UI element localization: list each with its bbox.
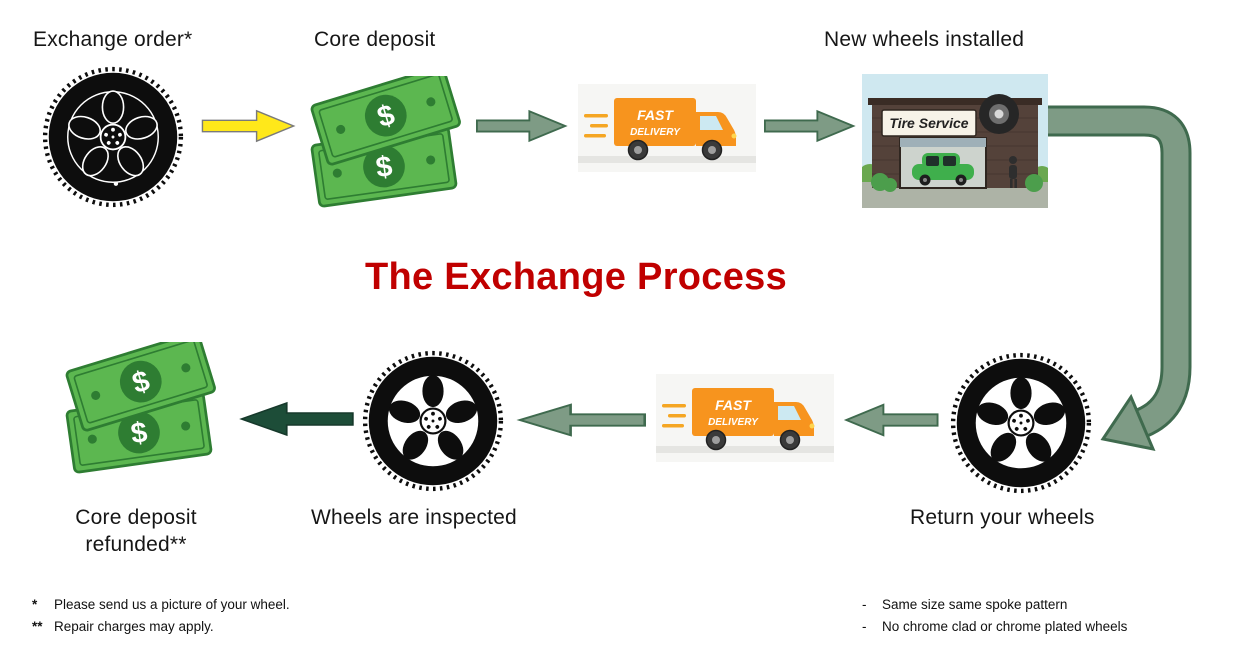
label-new-wheels-installed: New wheels installed: [824, 28, 1025, 51]
footnote-marker: **: [32, 619, 43, 634]
footnote-picture-of-wheel: * Please send us a picture of your wheel…: [32, 594, 290, 616]
footnote-text: No chrome clad or chrome plated wheels: [882, 619, 1128, 634]
black-wheel-icon: [40, 64, 186, 210]
footnote-text: Please send us a picture of your wheel.: [54, 597, 290, 612]
label-core-deposit-refunded: Core deposit refunded**: [75, 506, 197, 556]
footnote-marker: *: [32, 597, 38, 612]
label-exchange-order: Exchange order*: [33, 28, 193, 51]
footnote-repair-charges: ** Repair charges may apply.: [32, 616, 290, 638]
footnote-text: Repair charges may apply.: [54, 619, 214, 634]
label-return-your-wheels: Return your wheels: [910, 506, 1095, 529]
footnote-same-size: - Same size same spoke pattern: [862, 594, 1127, 616]
arrow-sage-right-2-icon: [764, 109, 856, 143]
inspected-wheel-icon: [360, 348, 506, 494]
arrow-sage-left-1-icon: [843, 403, 939, 437]
delivery-truck-outbound-icon: [578, 84, 756, 172]
footnote-no-chrome: - No chrome clad or chrome plated wheels: [862, 616, 1127, 638]
core-deposit-money-icon: [293, 76, 475, 212]
label-wheels-inspected: Wheels are inspected: [311, 506, 517, 529]
refund-money-icon: [48, 342, 230, 478]
arrow-sage-right-1-icon: [476, 109, 568, 143]
arrow-dark-green-left-icon: [239, 401, 354, 437]
footnote-marker: -: [862, 619, 867, 634]
page-title: The Exchange Process: [364, 256, 788, 298]
footnote-text: Same size same spoke pattern: [882, 597, 1068, 612]
arrow-sage-left-2-icon: [516, 403, 646, 437]
shop-sign-text: Tire Service: [889, 115, 968, 131]
footnotes-left: * Please send us a picture of your wheel…: [32, 594, 290, 638]
return-wheel-icon: [948, 350, 1094, 496]
label-core-deposit: Core deposit: [314, 28, 436, 51]
footnote-marker: -: [862, 597, 867, 612]
footnotes-right: - Same size same spoke pattern - No chro…: [862, 594, 1127, 638]
arrow-yellow-right-icon: [201, 109, 296, 143]
arrow-curved-down-icon: [1048, 105, 1192, 452]
delivery-truck-return-icon: [656, 374, 834, 462]
tire-service-shop-illustration: Tire Service: [862, 74, 1048, 208]
